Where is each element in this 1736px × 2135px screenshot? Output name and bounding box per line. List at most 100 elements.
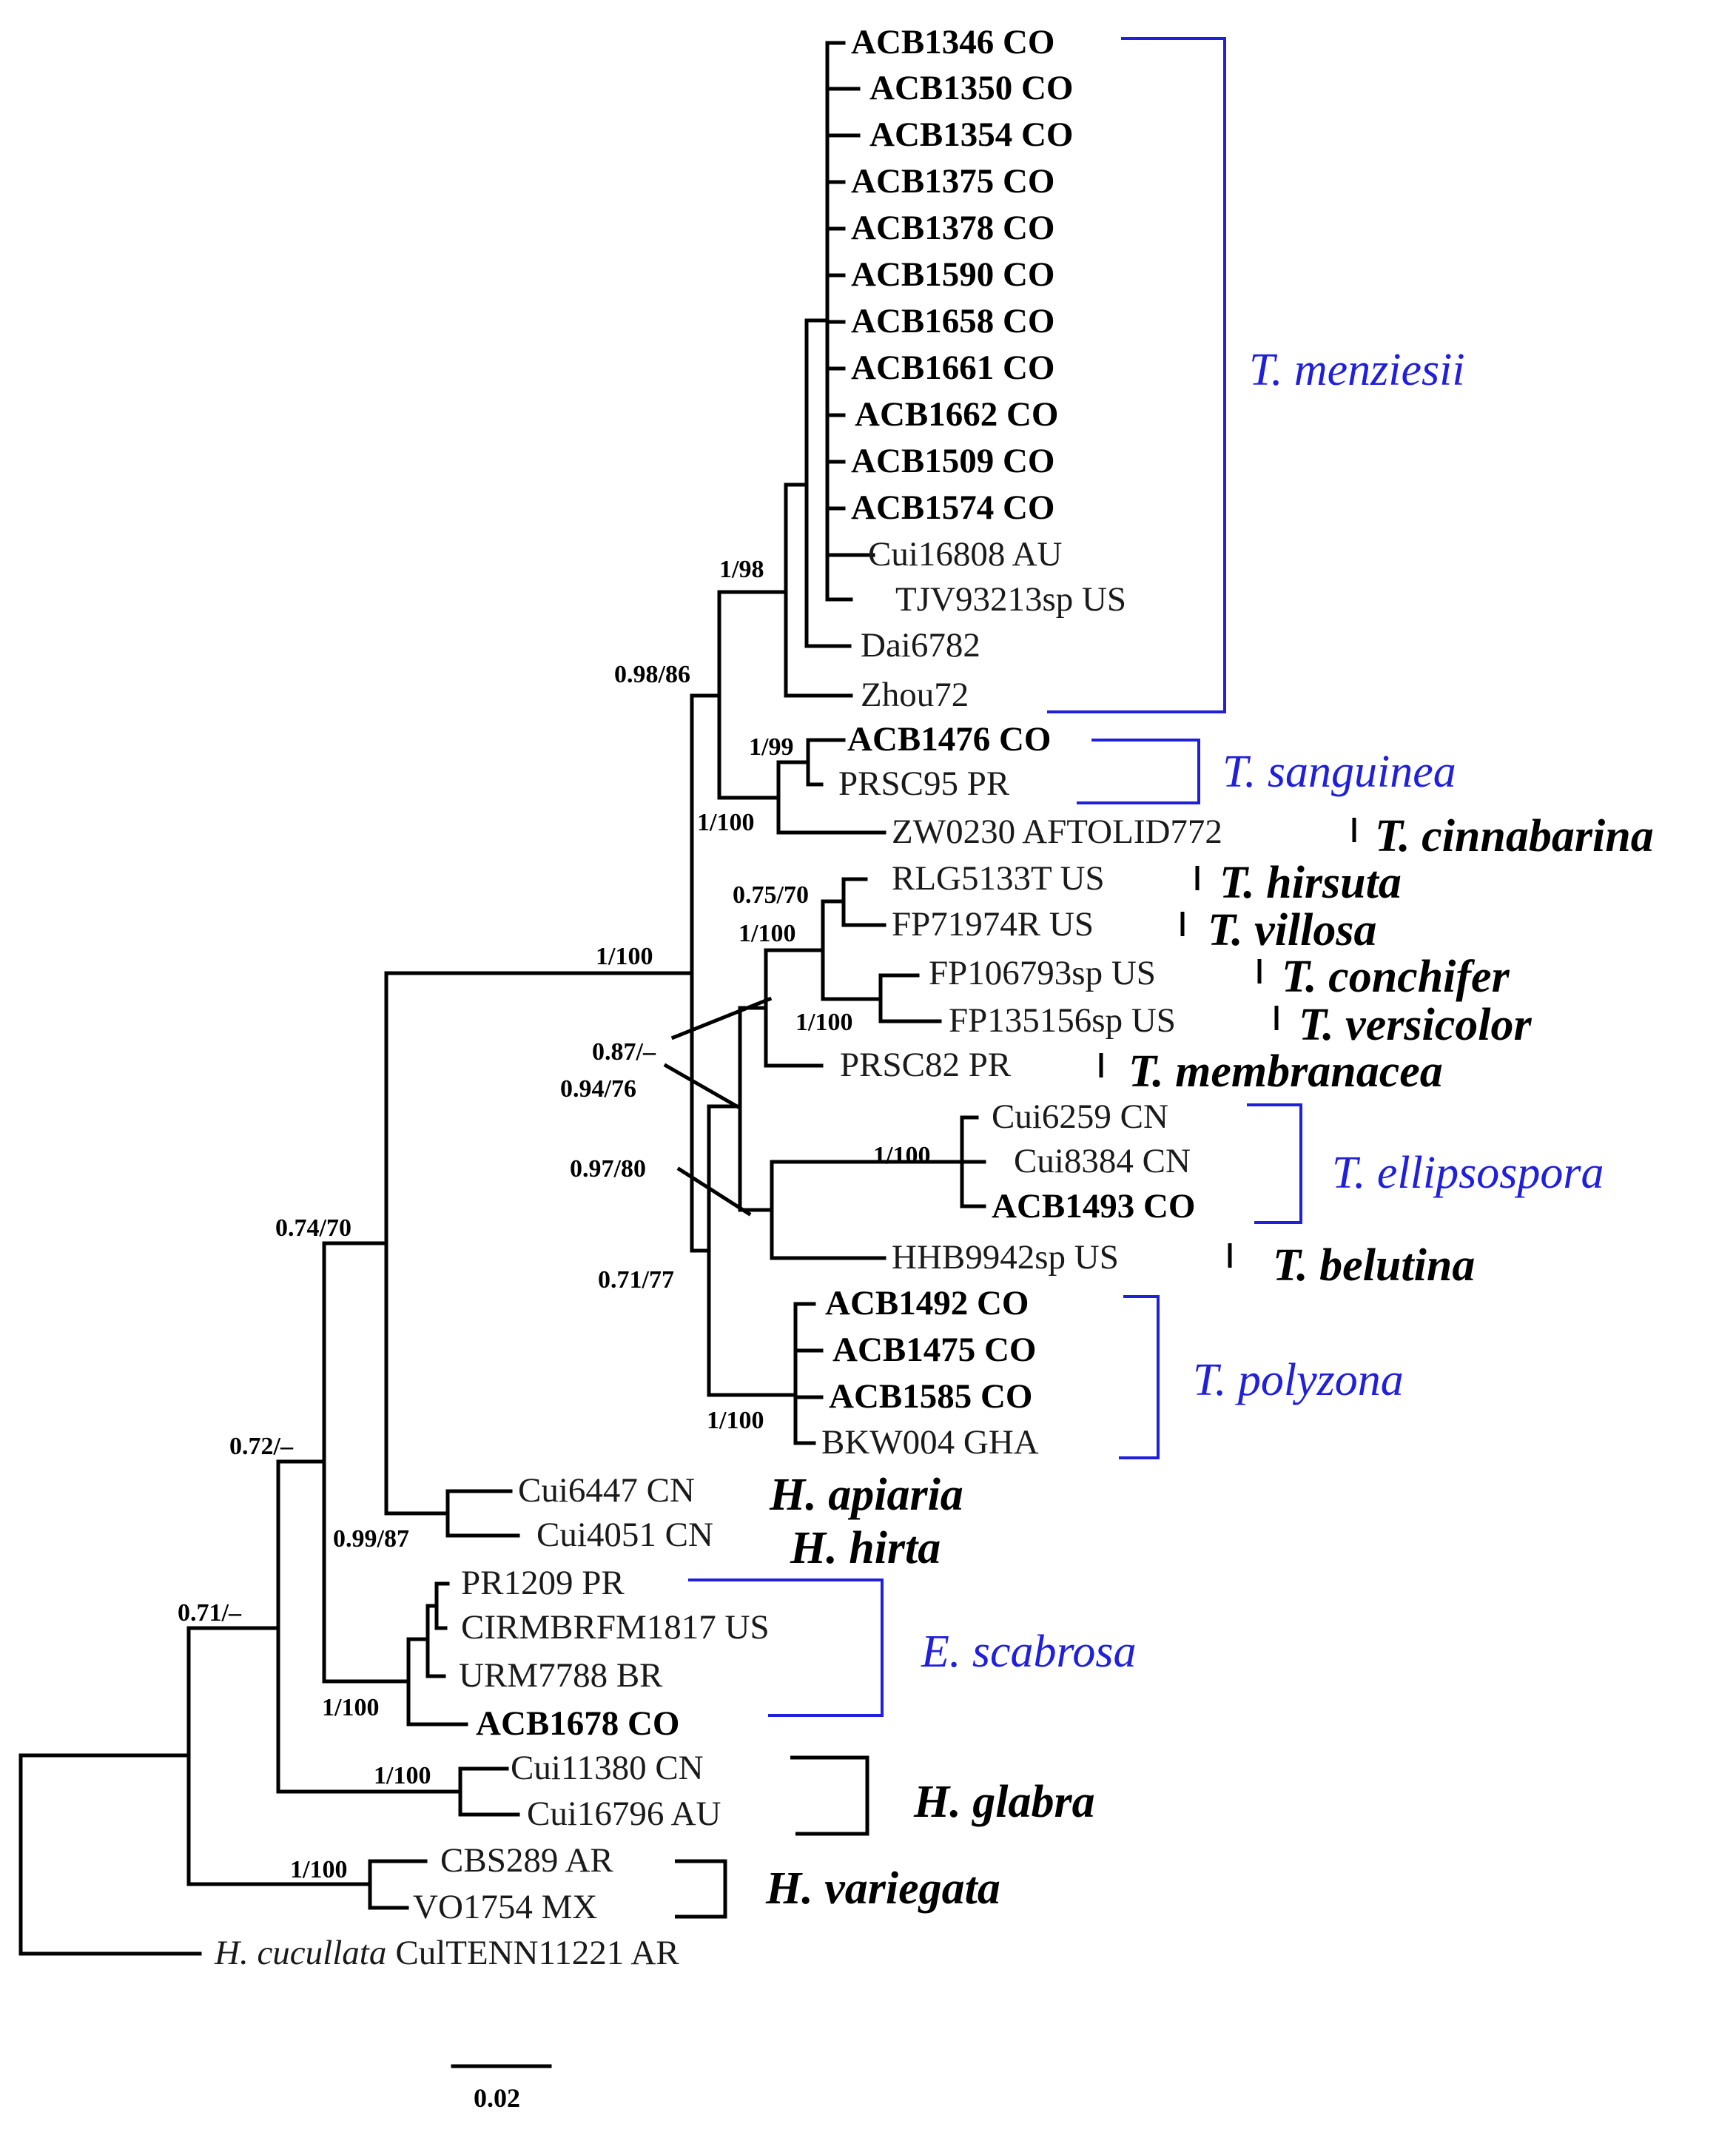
tip-label: Cui16808 AU: [868, 535, 1062, 574]
branch-membranacea-group: [764, 948, 825, 1068]
branch-trametes-crown: [690, 693, 721, 1253]
tip-label: FP106793sp US: [929, 954, 1156, 992]
support-value: 0.87/–: [592, 1038, 656, 1066]
bracket-ellipsospora: [1247, 1103, 1302, 1224]
support-value: 0.75/70: [733, 881, 809, 909]
outgroup-species: H. cucullata: [214, 1934, 386, 1972]
support-value: 0.72/–: [229, 1433, 294, 1460]
tip-label: CBS289 AR: [440, 1841, 613, 1880]
support-value: 0.71/–: [178, 1599, 242, 1627]
bracket-scabrosa: [688, 1578, 884, 1717]
tip-label: ACB1350 CO: [869, 69, 1073, 107]
tip-label: ACB1354 CO: [869, 115, 1073, 154]
bracket-polyzona: [1119, 1295, 1160, 1459]
support-value: 1/100: [697, 809, 754, 836]
tip-label: ACB1346 CO: [851, 23, 1054, 61]
clade-name: T. menziesii: [1249, 345, 1465, 395]
leader-s9: [670, 996, 773, 1040]
branch-scabrosa: [406, 1637, 468, 1727]
support-value: 0.94/76: [560, 1075, 636, 1103]
support-value: 0.71/77: [598, 1266, 674, 1294]
branch-glabra: [458, 1766, 520, 1817]
branch-upper-clade: [717, 590, 788, 800]
tip-label: Dai6782: [861, 626, 980, 665]
tip-label: ZW0230 AFTOLID772: [892, 813, 1222, 851]
branch-apiaria-hirta: [445, 1489, 520, 1538]
tip-label: ACB1475 CO: [832, 1331, 1036, 1369]
tip-label: Cui11380 CN: [511, 1749, 704, 1787]
tip-label: CIRMBRFM1817 US: [461, 1608, 770, 1647]
support-value: 0.74/70: [275, 1214, 351, 1242]
clade-name: H. glabra: [913, 1777, 1095, 1827]
tip-label: Cui4051 CN: [536, 1516, 713, 1554]
support-value: 0.97/80: [570, 1155, 646, 1183]
clade-names: T. menziesii T. sanguinea T. cinnabarina…: [765, 345, 1654, 1914]
branch-polyzona-stem: [707, 1104, 798, 1397]
tip-label: ACB1585 CO: [829, 1377, 1032, 1416]
branch-hirsuta-villosa: [841, 877, 886, 927]
tip-label: ACB1590 CO: [851, 255, 1054, 294]
tip-label: Cui6447 CN: [518, 1471, 695, 1510]
tip-label: ACB1678 CO: [476, 1704, 679, 1743]
tip-label: ACB1378 CO: [851, 209, 1054, 247]
leader-s10: [663, 1063, 740, 1109]
clade-name: T. conchifer: [1282, 952, 1510, 1002]
outgroup-strain: CulTENN11221 AR: [395, 1934, 679, 1972]
tip-label: ACB1509 CO: [851, 442, 1054, 480]
tip-label: ACB1662 CO: [855, 395, 1058, 434]
clade-brackets: [675, 37, 1356, 1919]
scale-bar: 0.02: [451, 2064, 552, 2113]
tip-label: URM7788 BR: [459, 1656, 663, 1695]
tip-label: FP71974R US: [892, 905, 1094, 944]
tip-label: ACB1658 CO: [851, 302, 1054, 340]
tip-label: FP135156sp US: [949, 1001, 1176, 1040]
tip-label: ACB1574 CO: [851, 488, 1054, 527]
clade-name: T. ellipsospora: [1332, 1148, 1604, 1198]
tip-label: HHB9942sp US: [892, 1238, 1119, 1277]
support-value: 1/100: [322, 1694, 379, 1721]
support-value: 0.99/87: [333, 1525, 409, 1553]
tip-label: VO1754 MX: [413, 1888, 597, 1926]
support-value: 0.98/86: [614, 661, 690, 688]
tip-label: ACB1375 CO: [851, 162, 1054, 201]
tip-label: Cui6259 CN: [992, 1097, 1168, 1136]
tip-label: ACB1661 CO: [851, 349, 1054, 387]
clade-name: T. cinnabarina: [1375, 811, 1654, 861]
tip-label: TJV93213sp US: [895, 580, 1126, 619]
tip-label: PRSC95 PR: [838, 764, 1010, 803]
branch-root: [18, 1753, 202, 1956]
support-value: 1/100: [290, 1856, 347, 1883]
bracket-glabra: [790, 1755, 869, 1836]
tip-label: RLG5133T US: [892, 859, 1105, 898]
tip-label: Cui8384 CN: [1014, 1142, 1191, 1180]
branch-glabra-stem: [276, 1459, 462, 1794]
support-value: 1/100: [739, 920, 795, 947]
support-value: 1/100: [596, 943, 653, 970]
support-value: 1/100: [374, 1762, 431, 1789]
support-value: 1/98: [719, 556, 764, 583]
clade-name: T. sanguinea: [1222, 747, 1456, 797]
branch-lower-clade: [322, 1241, 411, 1684]
branch-ellipsospora: [960, 1115, 986, 1208]
tip-labels: ACB1346 CO ACB1350 CO ACB1354 CO ACB1375…: [214, 23, 1222, 1972]
tip-label: Cui16796 AU: [527, 1795, 721, 1833]
tip-label: ACB1492 CO: [825, 1284, 1029, 1322]
support-value: 1/100: [873, 1142, 930, 1169]
tree-branches: [18, 41, 986, 1956]
tip-label: BKW004 GHA: [821, 1423, 1039, 1462]
clade-name: T. polyzona: [1193, 1355, 1404, 1405]
bracket-variegata: [675, 1859, 727, 1919]
support-value: 1/100: [795, 1009, 852, 1036]
clade-name: T. versicolor: [1299, 1000, 1532, 1050]
support-value: 1/100: [707, 1407, 764, 1434]
clade-name: H. hirta: [790, 1523, 941, 1573]
bracket-menziesii: [1047, 37, 1226, 713]
tip-label: PR1209 PR: [461, 1564, 625, 1602]
scale-bar-label: 0.02: [474, 2083, 520, 2113]
clade-name: T. membranacea: [1128, 1046, 1443, 1097]
branch-polyzona: [793, 1302, 824, 1445]
clade-name: T. hirsuta: [1219, 858, 1402, 908]
